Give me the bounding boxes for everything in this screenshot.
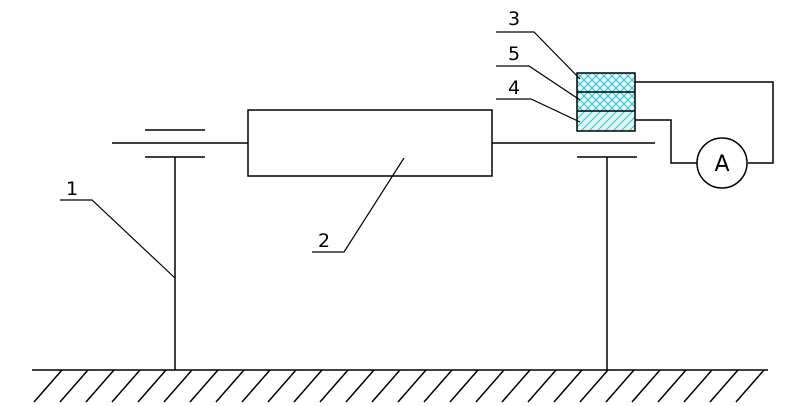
ground-hatch-stroke — [215, 369, 245, 403]
leader-lines — [60, 31, 581, 279]
ground-hatch-stroke — [241, 369, 271, 403]
layer-4-hatch — [577, 111, 635, 131]
ground-hatch-stroke — [189, 369, 219, 403]
ground-hatch-stroke — [683, 369, 713, 403]
ground-hatch-stroke — [657, 369, 687, 403]
rod-body — [247, 109, 493, 177]
ammeter-symbol: A — [714, 152, 729, 177]
leader-5 — [496, 65, 581, 101]
leader-1 — [60, 199, 176, 279]
ground-hatching — [33, 369, 765, 403]
layer-5-crosshatch — [577, 92, 635, 111]
ground-hatch-stroke — [735, 369, 765, 403]
ground-hatch-stroke — [475, 369, 505, 403]
wire-top — [635, 81, 774, 164]
ground-hatch-stroke — [267, 369, 297, 403]
ground-hatch-stroke — [397, 369, 427, 403]
leader-3 — [496, 31, 581, 80]
label-2: 2 — [318, 230, 330, 252]
label-5: 5 — [508, 43, 520, 65]
ground-hatch-stroke — [345, 369, 375, 403]
ground-hatch-stroke — [163, 369, 193, 403]
label-1: 1 — [66, 178, 78, 200]
ground-hatch-stroke — [579, 369, 609, 403]
ground-hatch-stroke — [137, 369, 167, 403]
ground-hatch-stroke — [33, 369, 63, 403]
ammeter-circuit: A — [635, 81, 774, 189]
ground-hatch-stroke — [319, 369, 349, 403]
ground-hatch-stroke — [631, 369, 661, 403]
ground-hatch-stroke — [423, 369, 453, 403]
right-support — [577, 156, 637, 370]
ground-hatch-stroke — [371, 369, 401, 403]
label-4: 4 — [508, 77, 520, 99]
ground-hatch-stroke — [605, 369, 635, 403]
ground-hatch-stroke — [553, 369, 583, 403]
layer-3-crosshatch — [577, 73, 635, 92]
ground-hatch-stroke — [709, 369, 739, 403]
ground-hatch-stroke — [85, 369, 115, 403]
wire-bottom — [635, 119, 697, 164]
leader-4 — [496, 98, 581, 123]
leader-2 — [312, 157, 405, 253]
ground-hatch-stroke — [501, 369, 531, 403]
ammeter-circle — [696, 137, 748, 189]
left-support — [145, 129, 205, 370]
sample-outline — [576, 72, 636, 132]
ground — [32, 369, 768, 403]
label-3: 3 — [508, 8, 520, 30]
ground-hatch-stroke — [449, 369, 479, 403]
ground-hatch-stroke — [111, 369, 141, 403]
layered-sample — [576, 72, 636, 132]
ground-hatch-stroke — [59, 369, 89, 403]
ground-hatch-stroke — [527, 369, 557, 403]
ground-hatch-stroke — [293, 369, 323, 403]
